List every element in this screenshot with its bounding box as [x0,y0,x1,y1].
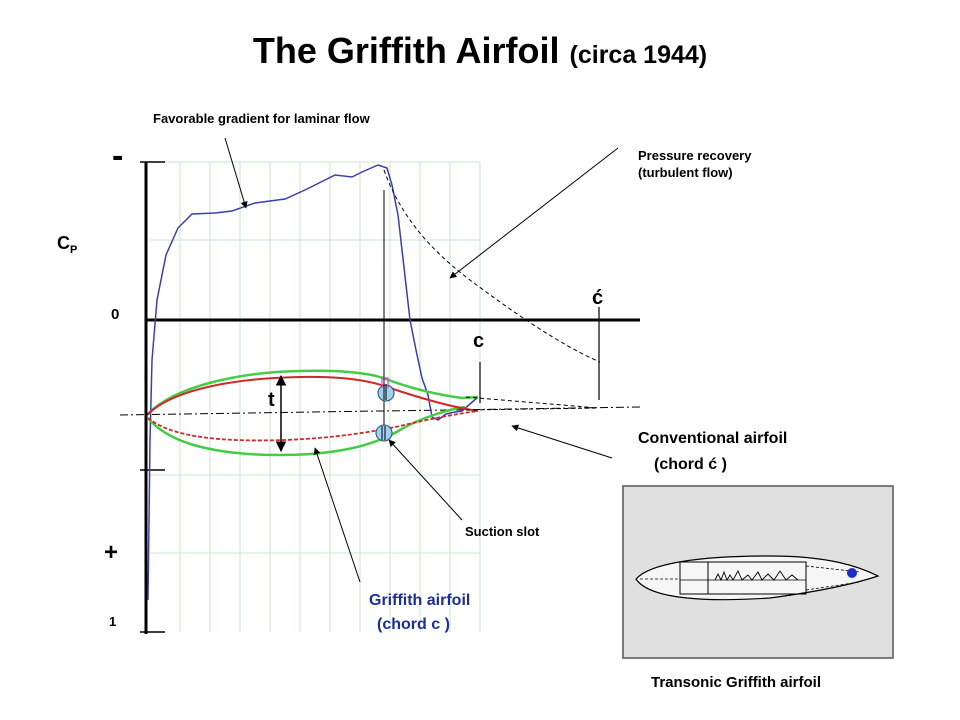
conventional-extension-upper [465,396,599,409]
cp-label-subscript: P [70,244,78,256]
suction-slot-arrow [388,439,463,521]
transonic-label: Transonic Griffith airfoil [651,674,822,691]
pressure-recovery-label-line1: Pressure recovery [638,148,752,163]
conventional-airfoil-arrow [511,424,613,459]
thickness-label: t [268,389,275,411]
axis-ticks [140,161,165,633]
conventional-upper-outline [147,375,479,415]
cp-axis-label: CP [57,233,78,256]
transonic-slot-dot-icon [847,568,857,578]
title-sub: (circa 1944) [569,41,708,69]
conventional-airfoil-label-line2: (chord ć ) [654,456,727,473]
conventional-airfoil-label-line1: Conventional airfoil [638,430,788,447]
grid [150,161,481,632]
cp-plus-label: + [104,539,119,566]
cp-label-main: C [57,233,70,253]
pressure-recovery-label-line2: (turbulent flow) [638,165,733,180]
cp-minus-label: - [112,137,124,175]
pressure-recovery-arrow [449,147,619,279]
favorable-gradient-arrow [224,137,248,209]
griffith-airfoil-label-line2: (chord c ) [377,616,450,633]
title-main: The Griffith Airfoil [252,30,560,71]
pressure-recovery-curve [383,169,601,363]
cp-curve [147,164,479,601]
one-label: 1 [109,614,117,629]
upper-slot-marker [381,377,389,388]
lower-suction-slot-icon [375,424,393,442]
zero-label: 0 [111,306,120,323]
chord-line [119,406,641,416]
transonic-inset [622,485,894,659]
griffith-lower-outline [147,405,466,457]
griffith-airfoil-label-line1: Griffith airfoil [369,592,471,609]
griffith-upper-outline [147,369,479,415]
page-title: The Griffith Airfoil (circa 1944) [0,30,960,72]
c-prime-label: ć [592,287,604,309]
c-label: c [473,330,485,352]
favorable-gradient-label: Favorable gradient for laminar flow [153,111,370,126]
suction-slot-label: Suction slot [465,524,540,539]
griffith-airfoil-arrow [313,447,361,583]
conventional-extension-lower [465,407,599,411]
conventional-lower-outline [147,410,479,442]
